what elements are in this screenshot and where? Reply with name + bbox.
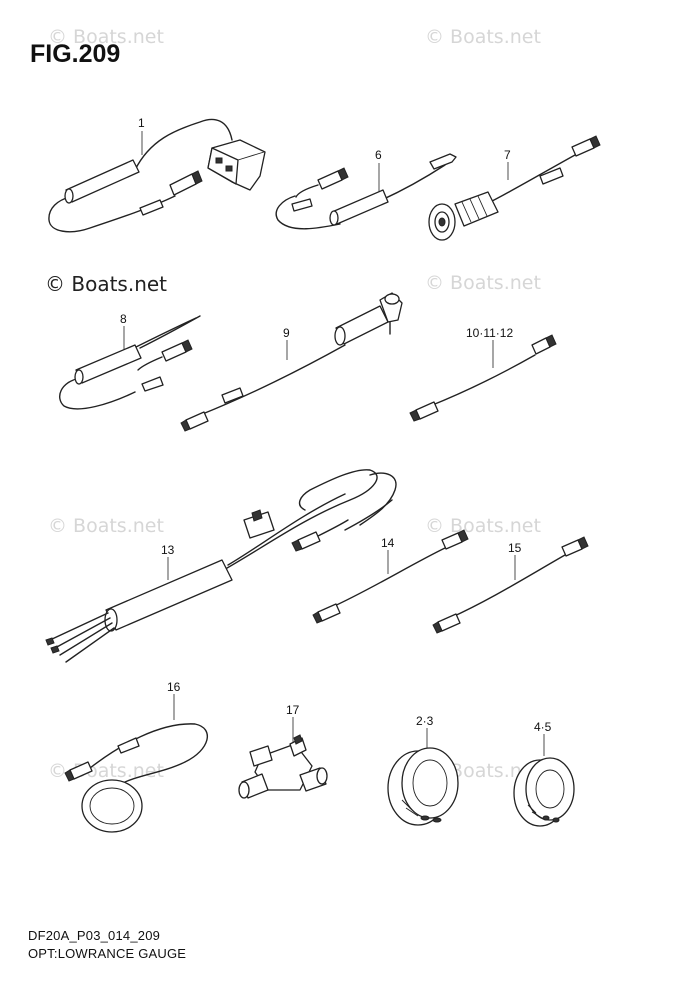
- callout-part-6: 6: [375, 148, 382, 162]
- figure-title: FIG.209: [30, 40, 121, 68]
- part-13-power-cable: [45, 469, 397, 663]
- callout-part-17: 17: [286, 703, 300, 717]
- part-14-cable: [312, 529, 469, 624]
- watermark: © Boats.net: [425, 515, 541, 537]
- callout-part-10-11-12: 10·11·12: [466, 326, 514, 340]
- part-15-cable: [432, 536, 589, 634]
- part-2-3-ring: [387, 728, 459, 826]
- watermark: © Boats.net: [425, 26, 541, 48]
- part-4-5-ring: [513, 734, 575, 827]
- watermark: © Boats.net: [425, 272, 541, 294]
- part-1-transducer-cable: [48, 118, 266, 233]
- part-7-through-hull: [428, 135, 601, 241]
- watermark: © Boats.net: [45, 272, 168, 296]
- callout-part-14: 14: [381, 536, 395, 550]
- watermark: © Boats.net: [48, 515, 164, 537]
- callout-part-2-3: 2·3: [416, 714, 434, 728]
- part-6-cable: [275, 153, 457, 230]
- callout-part-15: 15: [508, 541, 522, 555]
- callout-part-13: 13: [161, 543, 175, 557]
- callout-part-16: 16: [167, 680, 181, 694]
- part-10-11-12-cable: [409, 334, 557, 422]
- footer-caption: OPT:LOWRANCE GAUGE: [28, 946, 187, 961]
- footer-code: DF20A_P03_014_209: [28, 928, 161, 943]
- callout-part-1: 1: [138, 116, 145, 130]
- callout-part-7: 7: [504, 148, 511, 162]
- watermark: © Boats.net: [48, 26, 164, 48]
- part-9-cable: [180, 292, 403, 432]
- callout-part-4-5: 4·5: [534, 720, 552, 734]
- callout-part-8: 8: [120, 312, 127, 326]
- part-17-t-connector: [238, 717, 328, 799]
- part-8-cable: [59, 315, 201, 410]
- callout-part-9: 9: [283, 326, 290, 340]
- part-16-transducer: [64, 694, 208, 833]
